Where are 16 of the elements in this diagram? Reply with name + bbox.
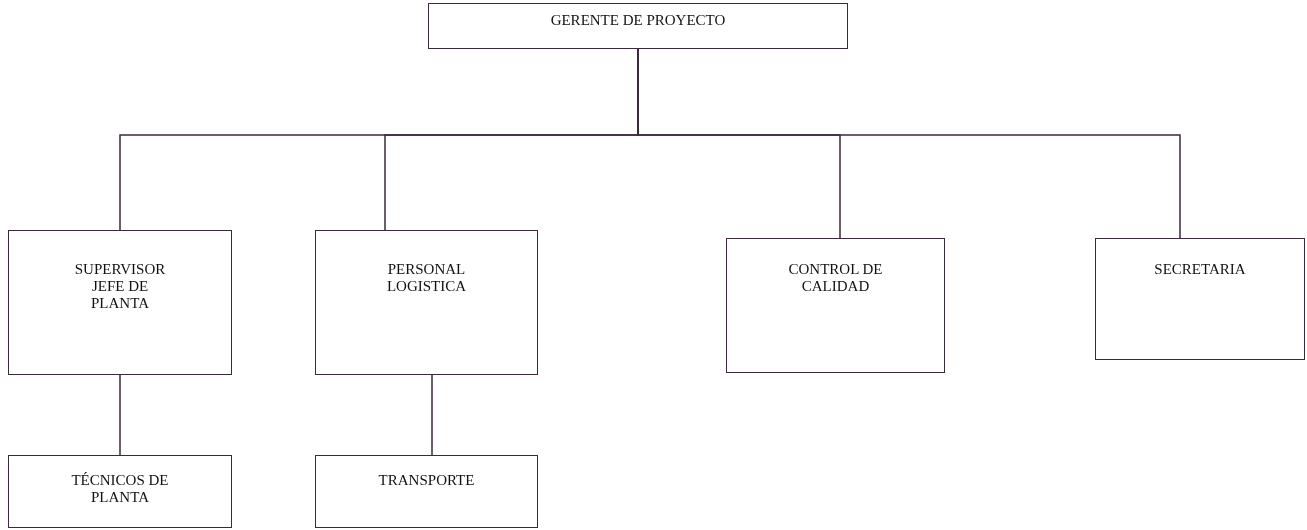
role-title: TÉCNICOS DE PLANTA [70,472,170,507]
org-box [315,455,538,528]
org-box [428,3,848,49]
connector-line [431,374,433,456]
org-box [315,230,538,375]
connector-line [119,374,121,456]
role-title: SECRETARIA [1153,261,1247,279]
org-box [8,455,232,528]
role-title: CONTROL DE CALIDAD [787,261,884,296]
role-title: GERENTE DE PROYECTO [550,12,726,30]
role-title: SUPERVISOR JEFE DE PLANTA [73,261,167,313]
org-box [726,238,945,373]
role-title: TRANSPORTE [377,472,476,490]
role-title: PERSONAL LOGISTICA [385,261,468,296]
org-box [1095,238,1305,360]
org-box [8,230,232,375]
